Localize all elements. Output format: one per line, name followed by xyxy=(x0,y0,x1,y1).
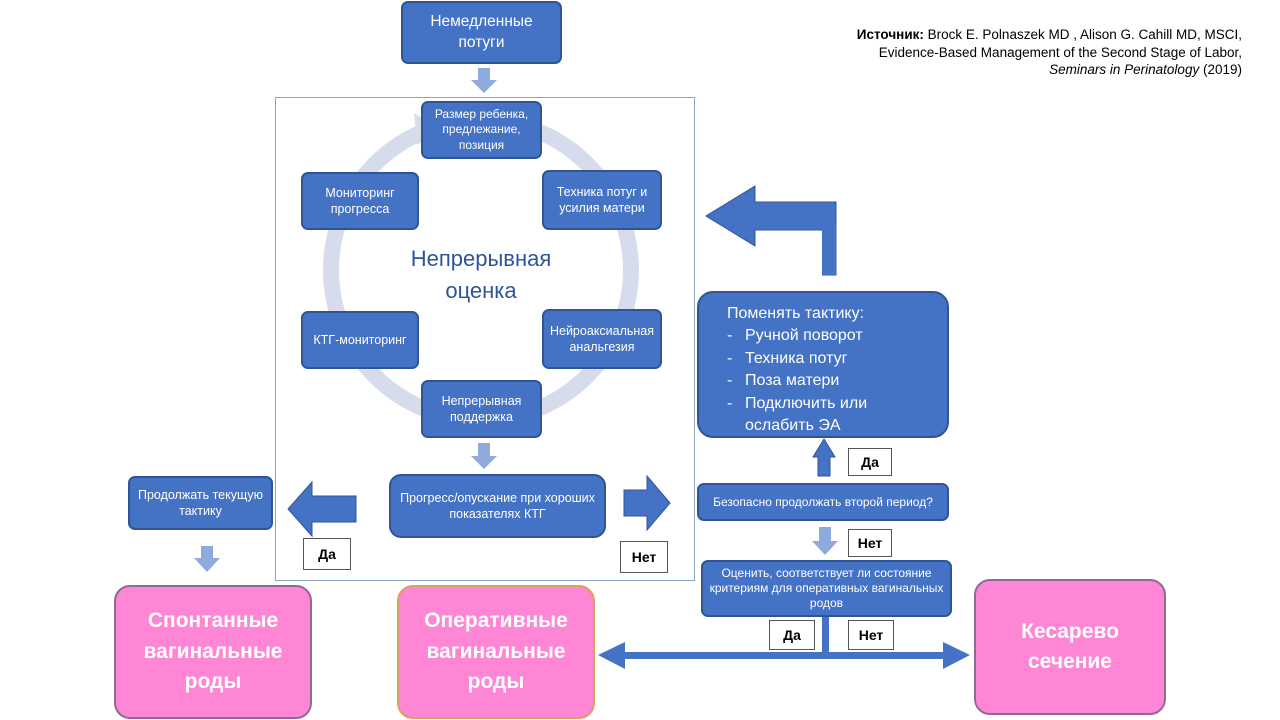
arrow-immediate-to-cycle xyxy=(471,68,497,93)
no-label-criteria: Нет xyxy=(848,620,894,650)
cycle-center-text: Непрерывная оценка xyxy=(410,246,552,303)
assess-criteria-box: Оценить, соответствует ли состояние крит… xyxy=(701,560,952,617)
arrow-safe-yes-up xyxy=(812,438,836,477)
ctg-monitoring-box: КТГ-мониторинг xyxy=(301,311,419,369)
arrow-support-to-progress xyxy=(471,443,497,469)
no-label-safe: Нет xyxy=(848,529,892,557)
small-down-arrows xyxy=(194,68,838,572)
safe-continue-box: Безопасно продолжать второй период? xyxy=(697,483,949,521)
fetal-size-box: Размер ребенка, предлежание, позиция xyxy=(421,101,542,159)
continue-tactic-box: Продолжать текущую тактику xyxy=(128,476,273,530)
source-authors: Brock E. Polnaszek MD , Alison G. Cahill… xyxy=(927,27,1242,42)
spontaneous-vaginal-box: Спонтанные вагинальные роды xyxy=(114,585,312,719)
neuraxial-box: Нейроаксиальная анальгезия xyxy=(542,309,662,369)
arrowhead-to-cesarean xyxy=(943,642,970,669)
source-label: Источник: xyxy=(856,27,924,42)
source-journal: Seminars in Perinatology xyxy=(1049,62,1200,78)
medium-arrows xyxy=(287,438,836,538)
source-citation: Источник: Brock E. Polnaszek MD , Alison… xyxy=(760,26,1242,79)
arrow-progress-no-right xyxy=(623,474,671,532)
arrow-return-stem xyxy=(822,223,836,275)
change-tactic-item: Техника потуг xyxy=(727,348,935,371)
progress-monitoring-box: Мониторинг прогресса xyxy=(301,172,419,230)
continuous-support-box: Непрерывная поддержка xyxy=(421,380,542,438)
yes-label-progress: Да xyxy=(303,538,351,570)
no-label-progress: Нет xyxy=(620,541,668,573)
yes-label-safe: Да xyxy=(848,448,892,476)
bottom-connector xyxy=(598,612,970,669)
arrow-safe-to-assess xyxy=(812,527,838,555)
progress-descent-box: Прогресс/опускание при хороших показател… xyxy=(389,474,606,538)
yes-label-criteria: Да xyxy=(769,620,815,650)
change-tactic-title: Поменять тактику: xyxy=(727,305,865,322)
change-tactic-list: Ручной поворот Техника потуг Поза матери… xyxy=(727,325,935,437)
change-tactic-item: Ручной поворот xyxy=(727,325,935,348)
arrowhead-to-operative xyxy=(598,642,625,669)
change-tactic-item: Поза матери xyxy=(727,370,935,393)
source-title: Evidence-Based Management of the Second … xyxy=(878,44,1242,60)
arrow-continue-to-spontaneous xyxy=(194,546,220,572)
immediate-pushing-box: Немедленные потуги xyxy=(401,1,562,64)
operative-vaginal-box: Оперативные вагинальные роды xyxy=(397,585,595,719)
change-tactic-box: Поменять тактику: Ручной поворот Техника… xyxy=(697,291,949,438)
arrow-progress-yes-left xyxy=(287,480,357,538)
immediate-pushing-label: Немедленные потуги xyxy=(430,13,533,51)
source-year: (2019) xyxy=(1202,62,1242,78)
change-tactic-item: Подключить или ослабить ЭА xyxy=(727,393,935,438)
pushing-technique-box: Техника потуг и усилия матери xyxy=(542,170,662,230)
cesarean-box: Кесарево сечение xyxy=(974,579,1166,715)
arrow-return-to-cycle xyxy=(705,185,837,276)
